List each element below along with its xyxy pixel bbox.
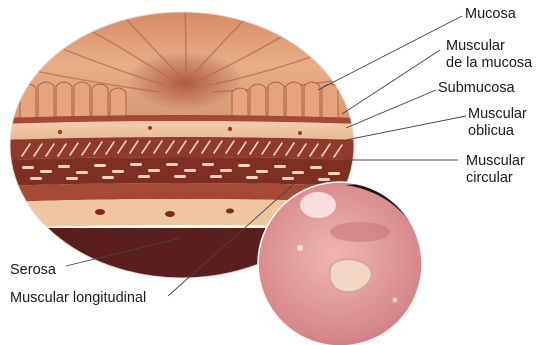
label-submucosa: Submucosa <box>438 80 515 97</box>
label-muscular-mucosa: Muscular de la mucosa <box>446 38 532 72</box>
label-muscular-mucosa-line-1: Muscular <box>446 38 532 55</box>
label-muscular-circular-line-1: Muscular <box>466 153 525 170</box>
label-serosa-text: Serosa <box>10 262 56 279</box>
label-muscular-oblicua: Muscular oblicua <box>468 106 527 140</box>
label-mucosa: Mucosa <box>465 6 516 23</box>
leader-mucosa <box>318 16 462 90</box>
ulcer-lesion <box>330 259 372 292</box>
mucosal-fold <box>330 222 390 242</box>
label-muscular-longitudinal: Muscular longitudinal <box>10 290 146 307</box>
oblique-muscle-layer <box>0 137 360 160</box>
label-muscular-circular: Muscular circular <box>466 153 525 187</box>
label-submucosa-text: Submucosa <box>438 80 515 97</box>
label-muscular-longitudinal-text: Muscular longitudinal <box>10 290 146 307</box>
leader-muscular-oblicua <box>346 116 466 140</box>
label-muscular-circular-line-2: circular <box>466 170 525 187</box>
circular-muscle-layer <box>0 157 360 186</box>
leader-submucosa <box>346 90 436 128</box>
label-mucosa-text: Mucosa <box>465 6 516 23</box>
light-reflection <box>300 192 336 218</box>
label-muscular-oblicua-line-2: oblicua <box>468 123 527 140</box>
label-muscular-mucosa-line-2: de la mucosa <box>446 55 532 72</box>
label-muscular-oblicua-line-1: Muscular <box>468 106 527 123</box>
leader-muscular-mucosa <box>342 50 440 114</box>
label-serosa: Serosa <box>10 262 56 279</box>
